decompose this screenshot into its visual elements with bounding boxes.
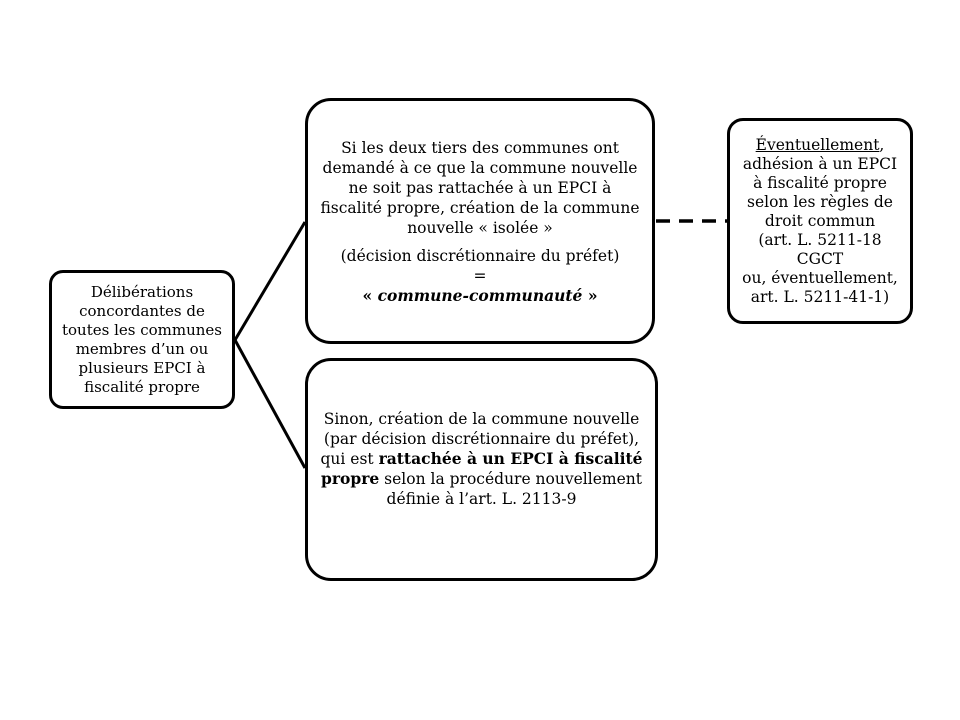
left-box-line: Délibérations [90,282,194,301]
right-box-line: Éventuellement, [756,136,885,155]
bottom-box-bold-text: rattachée à un EPCI à fiscalité [378,448,643,468]
quote-close: » [582,286,598,305]
right-box-line: art. L. 5211-41-1) [750,287,890,306]
right-box-line: ou, éventuellement, [742,268,898,287]
initial-deliberations-box: Délibérations concordantes de toutes les… [49,270,235,409]
left-box-line: fiscalité propre [84,377,200,396]
optional-epci-membership-box: Éventuellement, adhésion à un EPCI à fis… [727,118,913,324]
prefect-decision-note: (décision discrétionnaire du préfet) [340,247,620,265]
commune-communaute-term: « commune-communauté » [362,286,597,306]
right-box-line: (art. L. 5211-18 [758,230,882,249]
bottom-box-line: qui est rattachée à un EPCI à fiscalité [320,449,642,469]
left-box-line: plusieurs EPCI à [78,358,206,377]
quote-open: « [362,286,378,305]
bottom-box-text: qui est [320,449,379,468]
right-box-line: à fiscalité propre [753,173,887,192]
equals-sign: = [473,267,487,285]
top-box-line: nouvelle « isolée » [407,219,553,237]
right-box-line: selon les règles de [747,192,893,211]
comma: , [879,135,885,154]
right-box-line: droit commun [764,211,876,230]
top-box-line: fiscalité propre, création de la commune [320,199,640,217]
term-text: commune-communauté [377,286,583,305]
left-box-line: concordantes de [79,301,205,320]
left-box-line: toutes les communes [61,320,222,339]
isolated-commune-box: Si les deux tiers des communes ont deman… [305,98,655,344]
connector-to-top-box [233,221,307,341]
right-box-line: CGCT [796,249,844,268]
bottom-box-text: selon la procédure nouvellement [379,469,642,488]
bottom-box-line: définie à l’art. L. 2113-9 [386,489,577,508]
attached-commune-box: Sinon, création de la commune nouvelle (… [305,358,658,581]
underlined-word: Éventuellement [755,135,880,154]
right-box-line: adhésion à un EPCI [742,154,898,173]
top-box-line: ne soit pas rattachée à un EPCI à [348,179,612,197]
top-box-line: demandé à ce que la commune nouvelle [322,159,638,177]
bottom-box-line: Sinon, création de la commune nouvelle [323,409,640,428]
bottom-box-line: (par décision discrétionnaire du préfet)… [323,429,640,448]
left-box-line: membres d’un ou [75,339,209,358]
bottom-box-bold-text: propre [321,468,380,488]
connector-to-bottom-box [233,339,307,469]
bottom-box-line: propre selon la procédure nouvellement [321,469,642,489]
top-box-line: Si les deux tiers des communes ont [341,139,619,157]
